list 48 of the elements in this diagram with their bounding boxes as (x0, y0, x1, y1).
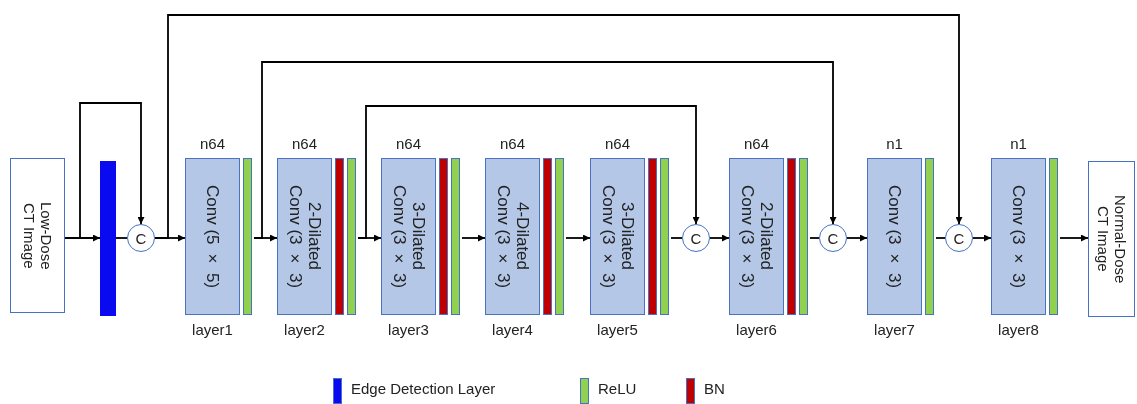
channel-count: n64 (291, 135, 318, 152)
edge-detection-bar (100, 160, 116, 316)
connector-line (809, 237, 820, 239)
layer-name: layer3 (387, 321, 430, 338)
conv-block: 3-Dilated Conv (3 × 3) (381, 158, 436, 315)
arrow (357, 105, 700, 239)
conv-block: Conv (5 × 5) (185, 158, 240, 315)
conv-block: 3-Dilated Conv (3 × 3) (590, 158, 645, 315)
arrow (461, 234, 486, 242)
layer-name: layer1 (191, 321, 234, 338)
connector-line (670, 237, 683, 239)
arrow (253, 61, 837, 239)
concat-circle: C (819, 224, 847, 252)
concat-circle: C (945, 224, 973, 252)
arrow (972, 234, 992, 242)
layer-name: layer6 (735, 321, 778, 338)
arrow (64, 102, 145, 239)
channel-count: n64 (743, 135, 770, 152)
channel-count: n64 (199, 135, 226, 152)
channel-count: n1 (885, 135, 904, 152)
channel-count: n64 (604, 135, 631, 152)
conv-block: 2-Dilated Conv (3 × 3) (277, 158, 332, 315)
legend-label: BN (704, 380, 725, 397)
arrow (709, 234, 730, 242)
image-box: Normal-Dose CT Image (1088, 161, 1135, 317)
channel-count: n64 (499, 135, 526, 152)
conv-block: 2-Dilated Conv (3 × 3) (729, 158, 784, 315)
layer-name: layer7 (873, 321, 916, 338)
channel-count: n1 (1009, 135, 1028, 152)
concat-circle: C (127, 224, 155, 252)
concat-circle: C (682, 224, 710, 252)
conv-block: Conv (3 × 3) (867, 158, 922, 315)
arrow (1059, 234, 1089, 242)
arrow (565, 234, 591, 242)
arrow (154, 14, 963, 239)
layer-name: layer2 (283, 321, 326, 338)
conv-block: 4-Dilated Conv (3 × 3) (485, 158, 540, 315)
conv-block: Conv (3 × 3) (991, 158, 1046, 315)
connector-line (935, 237, 946, 239)
legend-label: Edge Detection Layer (351, 380, 496, 397)
legend-label: ReLU (598, 380, 637, 397)
layer-name: layer4 (491, 321, 534, 338)
layer-name: layer8 (997, 321, 1040, 338)
arrow (846, 234, 868, 242)
layer-name: layer5 (596, 321, 639, 338)
image-box: Low-Dose CT Image (10, 158, 65, 313)
connector-line (115, 237, 128, 239)
channel-count: n64 (395, 135, 422, 152)
